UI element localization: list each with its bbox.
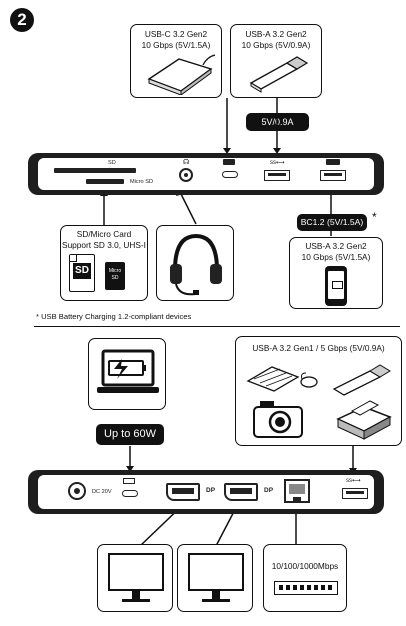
- usba-device-box: USB-A 3.2 Gen2 10 Gbps (5V/0.9A): [230, 24, 322, 98]
- step-badge-icon: 2: [10, 8, 34, 32]
- micro-sd-slot[interactable]: [86, 179, 124, 184]
- sd-slot-label: SD: [108, 160, 116, 166]
- micro-sd-slot-label: Micro SD: [130, 179, 153, 185]
- card-box-line2: Support SD 3.0, UHS-I: [62, 239, 146, 250]
- network-box: 10/100/1000Mbps: [263, 544, 347, 612]
- usb-flash-drive-icon-2: [332, 364, 391, 396]
- power-badge-bc12: BC1.2 (5V/1.5A): [297, 214, 367, 231]
- card-box-line1: SD/Micro Card: [76, 229, 132, 239]
- laptop-power-symbol-icon: [123, 478, 135, 484]
- headphone-symbol-icon: ☊: [183, 159, 190, 166]
- monitor-icon: [108, 553, 164, 591]
- section-divider: [34, 326, 400, 327]
- power-badge-60w-label: Up to 60W: [104, 428, 156, 440]
- keyboard-icon: [246, 366, 300, 392]
- dc-jack-icon[interactable]: [68, 482, 86, 500]
- usb-a-port-2[interactable]: [320, 170, 346, 181]
- sd-card-label: SD: [75, 265, 89, 276]
- bottom-hub: DC 20V DP DP ss⟷: [28, 470, 384, 514]
- laptop-box: [88, 338, 166, 410]
- usba-device-line1: USB-A 3.2 Gen2: [245, 29, 307, 39]
- laptop-charging-icon: [97, 349, 159, 393]
- usb-flash-drive-icon: [249, 56, 309, 93]
- dc-input-label: DC 20V: [92, 489, 112, 495]
- usb-peripherals-box: USB-A 3.2 Gen1 / 5 Gbps (5V/0.9A): [235, 336, 402, 446]
- usb-a-port-bottom[interactable]: [342, 488, 368, 499]
- usb-battery-symbol-icon: [326, 159, 340, 165]
- micro-sd-card-label: Micro SD: [108, 268, 122, 281]
- ethernet-port-icon[interactable]: [284, 479, 310, 503]
- usb-ss-symbol-icon: ss⟷: [346, 478, 361, 484]
- phone-box-line1: USB-A 3.2 Gen2: [305, 241, 367, 251]
- power-badge-bc12-label: BC1.2 (5V/1.5A): [300, 217, 364, 227]
- printer-icon: [336, 400, 392, 440]
- micro-sd-icon: Micro SD: [105, 262, 125, 290]
- phone-box-line2: 10 Gbps (5V/1.5A): [301, 251, 371, 262]
- dp1-label: DP: [206, 487, 216, 494]
- peripherals-line1: USB-A 3.2 Gen1 / 5 Gbps (5V/0.9A): [252, 343, 385, 353]
- mouse-icon: [300, 372, 318, 388]
- headphone-jack[interactable]: [179, 168, 193, 182]
- usb-c-pd-port[interactable]: [122, 490, 138, 497]
- headset-icon: [170, 233, 222, 296]
- network-switch-icon: [274, 581, 338, 595]
- sd-card-slot[interactable]: [54, 168, 136, 173]
- phone-device-box: USB-A 3.2 Gen2 10 Gbps (5V/1.5A): [289, 237, 383, 309]
- network-box-line1: 10/100/1000Mbps: [271, 561, 339, 571]
- sd-card-icon: SD: [69, 254, 95, 292]
- step-number: 2: [17, 10, 27, 29]
- usba-device-line2: 10 Gbps (5V/0.9A): [241, 39, 311, 50]
- usb-symbol-icon: ss⟷: [270, 160, 285, 166]
- monitor-icon-2: [188, 553, 244, 591]
- card-reader-box: SD/Micro Card Support SD 3.0, UHS-I SD M…: [60, 225, 148, 301]
- usb-c-symbol-icon: [223, 159, 235, 165]
- power-badge-60w: Up to 60W: [96, 424, 164, 445]
- bc-asterisk: *: [372, 210, 377, 224]
- usb-c-port[interactable]: [222, 171, 238, 178]
- smartphone-icon: [325, 266, 347, 306]
- displayport-2[interactable]: [224, 483, 258, 501]
- usb-a-port-1[interactable]: [264, 170, 290, 181]
- usbc-device-line1: USB-C 3.2 Gen2: [144, 29, 208, 39]
- camera-icon: [253, 401, 303, 438]
- top-hub: SD Micro SD ☊ ss⟷: [28, 153, 384, 195]
- usbc-device-box: USB-C 3.2 Gen2 10 Gbps (5V/1.5A): [130, 24, 222, 98]
- monitor-box-1: [97, 544, 173, 612]
- headset-box: [156, 225, 234, 301]
- footnote-bc12: * USB Battery Charging 1.2-compliant dev…: [36, 312, 192, 321]
- usbc-device-line2: 10 Gbps (5V/1.5A): [141, 39, 211, 50]
- monitor-box-2: [177, 544, 253, 612]
- dp2-label: DP: [264, 487, 274, 494]
- ssd-icon: [147, 54, 216, 95]
- displayport-1[interactable]: [166, 483, 200, 501]
